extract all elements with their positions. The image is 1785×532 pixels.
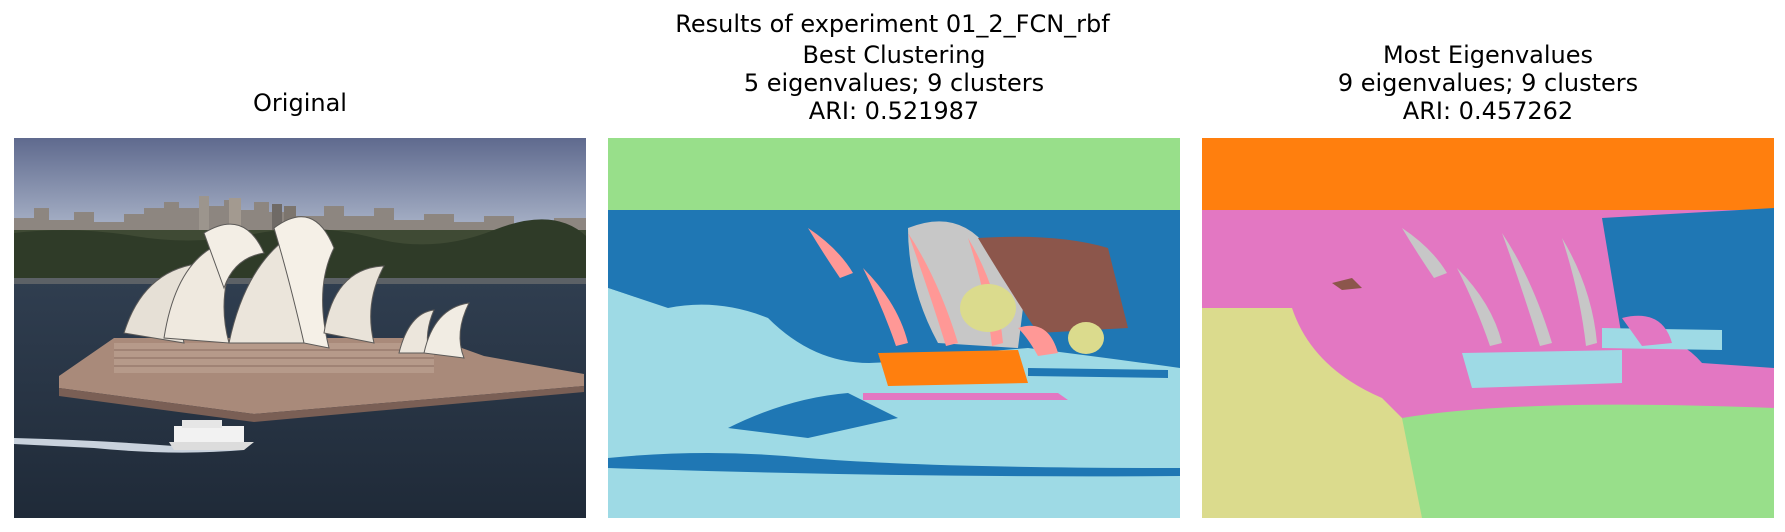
panel-title-line-2: 9 eigenvalues; 9 clusters [1337, 69, 1639, 97]
panel-title-line-2: 5 eigenvalues; 9 clusters [743, 69, 1045, 97]
original-photo [14, 138, 586, 518]
panel-title-line-1: Most Eigenvalues [1382, 41, 1594, 69]
figure-title: Results of experiment 01_2_FCN_rbf [675, 10, 1110, 38]
best-clustering-map [608, 138, 1180, 518]
panel-best-clustering: Best Clustering 5 eigenvalues; 9 cluster… [608, 0, 1180, 532]
panel-title-line-3: ARI: 0.521987 [808, 97, 980, 125]
panel-most-eigenvalues: Most Eigenvalues 9 eigenvalues; 9 cluste… [1202, 0, 1774, 532]
panel-title-original: Original [253, 89, 347, 117]
panel-title-line-3: ARI: 0.457262 [1402, 97, 1574, 125]
most-eigenvalues-map [1202, 138, 1774, 518]
panel-title-line-1: Best Clustering [802, 41, 986, 69]
panel-original: Original [14, 0, 586, 532]
